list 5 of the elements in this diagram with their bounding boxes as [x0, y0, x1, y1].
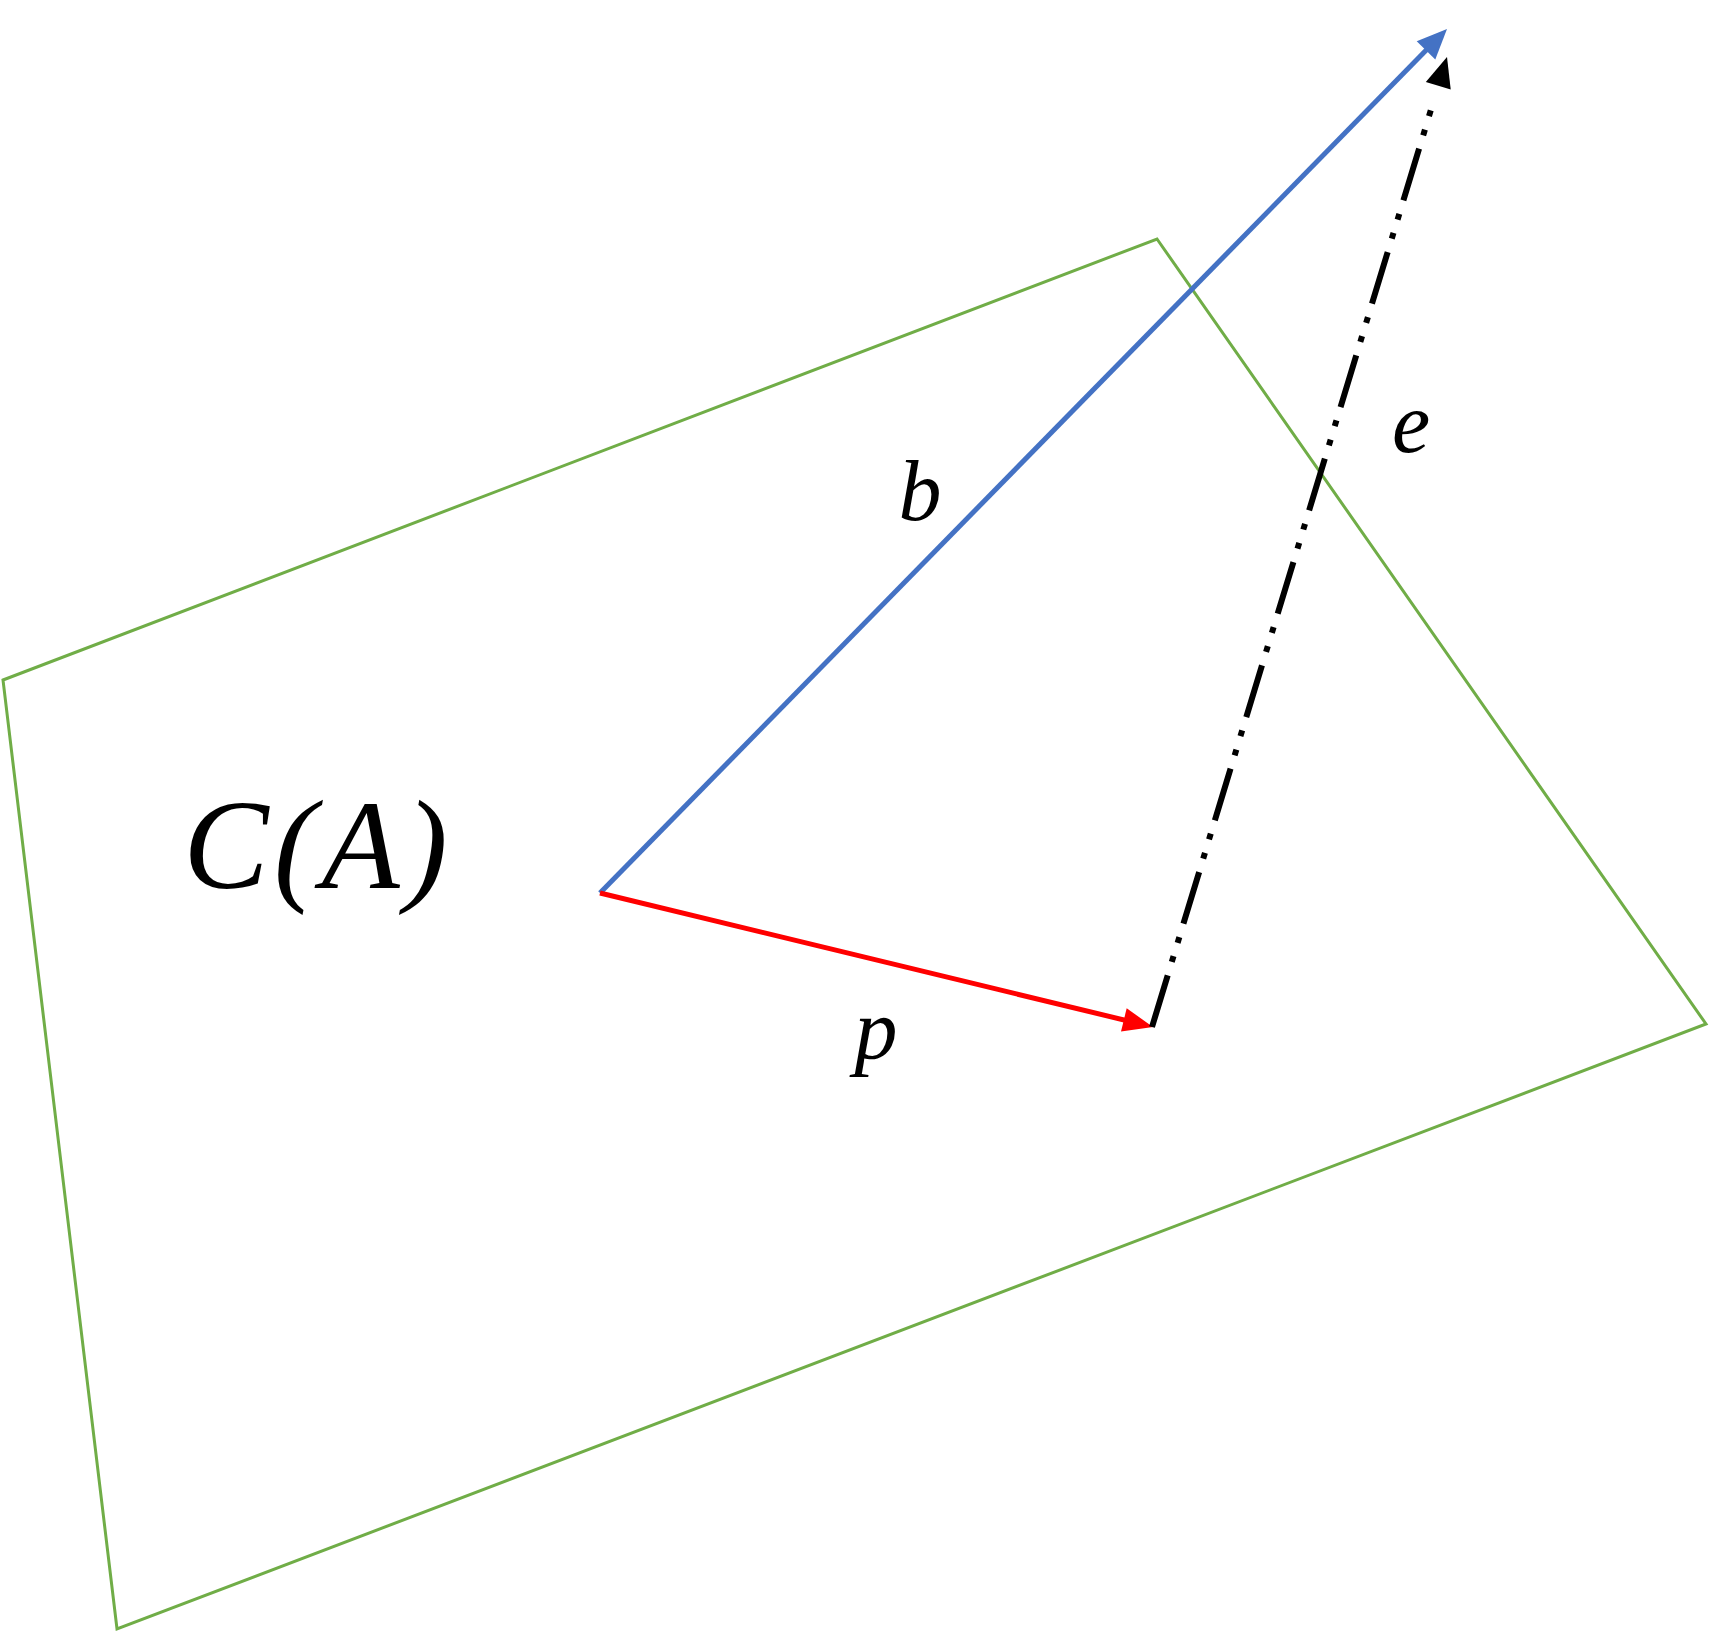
vector-label: e [1390, 374, 1432, 474]
vector-label: p [841, 969, 911, 1091]
plane-outline [0, 236, 1709, 1632]
vector-label: b [897, 442, 943, 542]
plane-label: C(A) [182, 773, 454, 919]
